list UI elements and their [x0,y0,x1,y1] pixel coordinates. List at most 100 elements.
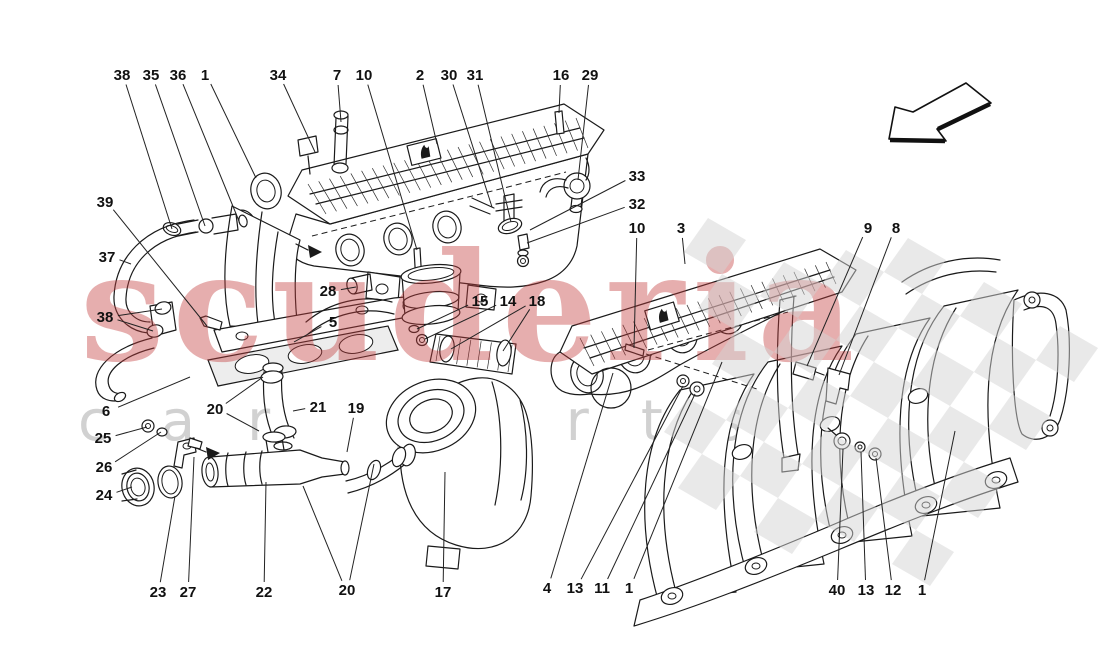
rib-line [487,342,492,369]
rib-line [564,120,578,151]
leader-line-24 [116,486,133,493]
part-callout-13: 13 [567,580,584,597]
part-callout-11: 11 [594,580,610,597]
checker-cell [850,362,912,418]
part-callout-1: 1 [625,580,633,597]
leader-line-2 [422,84,438,145]
leader-line-20 [302,485,343,581]
part-callout-39: 39 [97,194,114,211]
part-callout-12: 12 [885,582,902,599]
leader-line-11 [607,393,696,580]
leader-line-4 [550,372,614,579]
rib-line [456,338,461,365]
checker-cell [802,430,864,486]
part-callout-38: 38 [114,67,131,84]
part-callout-38: 38 [97,309,114,326]
left-plenum-cover [287,103,605,225]
leader-line-37 [119,259,132,265]
part-callout-34: 34 [270,67,287,84]
leader-line-19 [346,417,354,453]
part-callout-7: 7 [333,67,341,84]
direction-arrow-icon [888,82,992,144]
leader-line-13 [860,451,866,581]
intake-elbow [385,377,534,570]
checker-cell [898,294,960,350]
leader-line-28 [340,286,357,291]
part-callout-19: 19 [348,400,365,417]
part-callout-36: 36 [170,67,187,84]
leader-line-23 [159,495,176,583]
part-callout-2: 2 [416,67,424,84]
rib-line [393,162,411,194]
leader-line-20 [226,413,260,432]
checker-cell [988,394,1050,450]
checker-cell [678,454,740,510]
leader-line-14 [424,304,497,340]
tee-fitting-and-clamp [469,193,530,268]
rib-line [686,304,700,331]
leader-line-40 [837,448,844,581]
rib-line [479,141,494,172]
part-callout-15: 15 [472,293,489,310]
part-callout-9: 9 [864,220,872,237]
leader-line-3 [681,237,686,265]
part-callout-25: 25 [95,430,112,447]
checker-cell [864,418,926,474]
checker-cell [836,306,898,362]
leader-line-13 [580,385,684,580]
part-callout-5: 5 [329,314,337,331]
rib-line [307,183,327,215]
leader-line-20 [349,463,375,581]
leader-line-16 [558,84,561,114]
leader-line-5 [293,326,322,343]
part-callout-23: 23 [150,584,167,601]
part-callout-14: 14 [500,293,517,310]
part-callout-8: 8 [892,220,900,237]
checker-cell [878,474,940,530]
rib-line [532,128,547,159]
grommet-and-bracket [121,243,322,507]
leader-line-38 [117,319,154,332]
rib-line [350,173,369,204]
part-callout-26: 26 [96,459,113,476]
checker-cell [940,462,1002,518]
leader-line-22 [263,481,267,583]
part-callout-4: 4 [543,580,552,597]
checker-cell [788,374,850,430]
part-callout-18: 18 [529,293,546,310]
rib-line [447,149,463,180]
checker-cell [740,442,802,498]
air-valve [201,431,350,488]
part-callout-35: 35 [143,67,160,84]
rib-line [522,131,536,162]
checker-cell [926,406,988,462]
leader-lines [112,83,956,583]
part-callout-20: 20 [339,582,356,599]
leader-line-6 [117,376,191,408]
part-callout-20: 20 [207,401,224,418]
rib-line [500,136,515,167]
leader-line-10 [633,237,638,349]
checker-cell [712,330,774,386]
checker-cell [822,250,884,306]
bellows-hose [429,333,517,375]
leader-line-21 [292,408,306,412]
rib-line [511,133,526,164]
rib-line [318,181,337,212]
part-callout-24: 24 [96,487,113,504]
breather-hoses [95,219,197,403]
rib-line [543,125,557,157]
checkered-flag-watermark [664,218,1098,586]
leader-line-1 [633,361,723,579]
part-callout-1: 1 [201,67,209,84]
checker-cell [912,350,974,406]
checker-cell [892,530,954,586]
rib-line [468,144,484,175]
part-callout-1: 1 [918,582,926,599]
part-callout-37: 37 [99,249,116,266]
part-callout-30: 30 [441,67,458,84]
part-callout-10: 10 [356,67,373,84]
leader-line-8 [838,237,892,376]
